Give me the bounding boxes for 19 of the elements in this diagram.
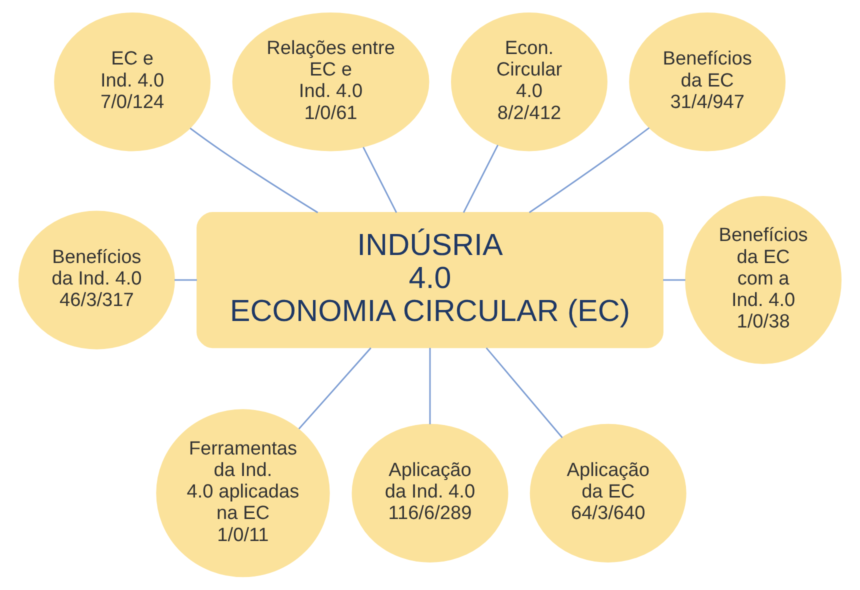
connector	[174, 279, 197, 281]
node-circle: Ferramentas da Ind. 4.0 aplicadas na EC 1/0/11	[156, 409, 330, 578]
connector	[663, 279, 686, 281]
node-ellipse: Aplicação da Ind. 4.0 116/6/289	[352, 424, 508, 562]
node-ellipse: Aplicação da EC 64/3/640	[530, 424, 686, 562]
connector	[362, 146, 398, 213]
connector	[298, 347, 372, 430]
node-ellipse: Relações entre EC e Ind. 4.0 1/0/61	[232, 12, 430, 152]
connector	[429, 348, 431, 424]
node-ellipse: Benefícios da Ind. 4.0 46/3/317	[18, 210, 175, 350]
connector	[190, 128, 318, 214]
node-ellipse: EC e Ind. 4.0 7/0/124	[54, 12, 211, 152]
node-circle: Benefícios da EC com a Ind. 4.0 1/0/38	[685, 196, 842, 364]
connector	[462, 144, 498, 213]
node-ellipse: Benefícios da EC 31/4/947	[629, 12, 786, 152]
node-ellipse: Econ. Circular 4.0 8/2/412	[451, 12, 608, 152]
node-box: INDÚSRIA 4.0 ECONOMIA CIRCULAR (EC)	[196, 212, 664, 348]
connector	[528, 127, 650, 214]
connector	[486, 347, 563, 438]
